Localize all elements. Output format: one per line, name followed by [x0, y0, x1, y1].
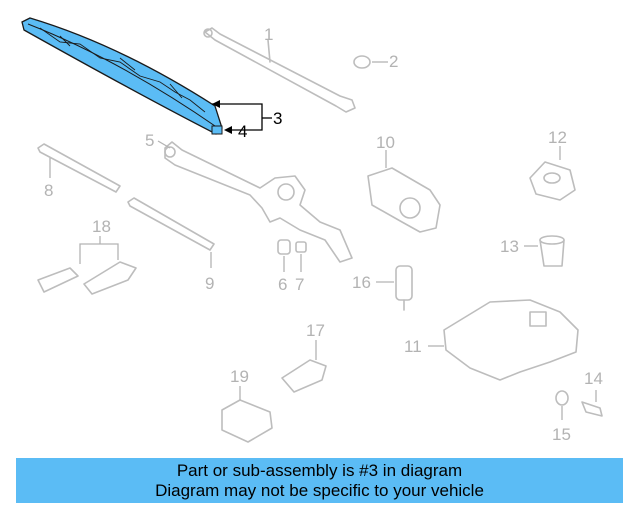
- callout-18[interactable]: 18: [92, 217, 111, 236]
- callout-9[interactable]: 9: [205, 274, 214, 293]
- bushings-part: [277, 239, 307, 272]
- nozzle-part-17: [281, 340, 327, 393]
- wiper-linkage-part: [157, 140, 353, 263]
- caption-banner: Part or sub-assembly is #3 in diagram Di…: [16, 458, 623, 503]
- washer-reservoir-part: [428, 299, 579, 381]
- callout-4[interactable]: 4: [238, 122, 247, 141]
- parts-diagram: 3 4 1 2 5 8 9 6 7: [21, 17, 603, 444]
- caption-line-2: Diagram may not be specific to your vehi…: [155, 481, 484, 500]
- callout-1[interactable]: 1: [264, 25, 273, 44]
- callout-17[interactable]: 17: [306, 321, 325, 340]
- rod-part-8: [37, 143, 121, 193]
- callout-8[interactable]: 8: [44, 181, 53, 200]
- nozzle-part-18: [37, 236, 137, 295]
- callout-10[interactable]: 10: [376, 133, 395, 152]
- caption-line-1: Part or sub-assembly is #3 in diagram: [176, 461, 463, 480]
- callout-3[interactable]: 3: [273, 109, 282, 128]
- callout-15[interactable]: 15: [552, 425, 571, 444]
- callout-19[interactable]: 19: [230, 367, 249, 386]
- cap-part: [353, 55, 388, 69]
- callout-11[interactable]: 11: [404, 337, 422, 356]
- washer-pump-part: [376, 265, 413, 311]
- rod-part-9: [127, 197, 215, 268]
- callout-2[interactable]: 2: [389, 52, 398, 71]
- callout-3-leader: [212, 100, 272, 134]
- cap-part-13: [524, 235, 565, 267]
- callout-12[interactable]: 12: [548, 128, 567, 147]
- callout-14[interactable]: 14: [584, 369, 603, 388]
- callout-13[interactable]: 13: [500, 237, 519, 256]
- wiper-motor-part: [367, 150, 441, 233]
- callout-7[interactable]: 7: [295, 275, 304, 294]
- callout-5[interactable]: 5: [145, 131, 154, 150]
- nozzle-part-14: [581, 390, 603, 417]
- nozzle-part-19: [221, 386, 273, 443]
- wiper-blade-highlighted[interactable]: [21, 17, 223, 135]
- bracket-part-12: [529, 146, 576, 201]
- wiper-arm-part: [203, 27, 356, 113]
- callout-16[interactable]: 16: [352, 273, 371, 292]
- callout-6[interactable]: 6: [278, 275, 287, 294]
- grommet-part-15: [555, 390, 569, 420]
